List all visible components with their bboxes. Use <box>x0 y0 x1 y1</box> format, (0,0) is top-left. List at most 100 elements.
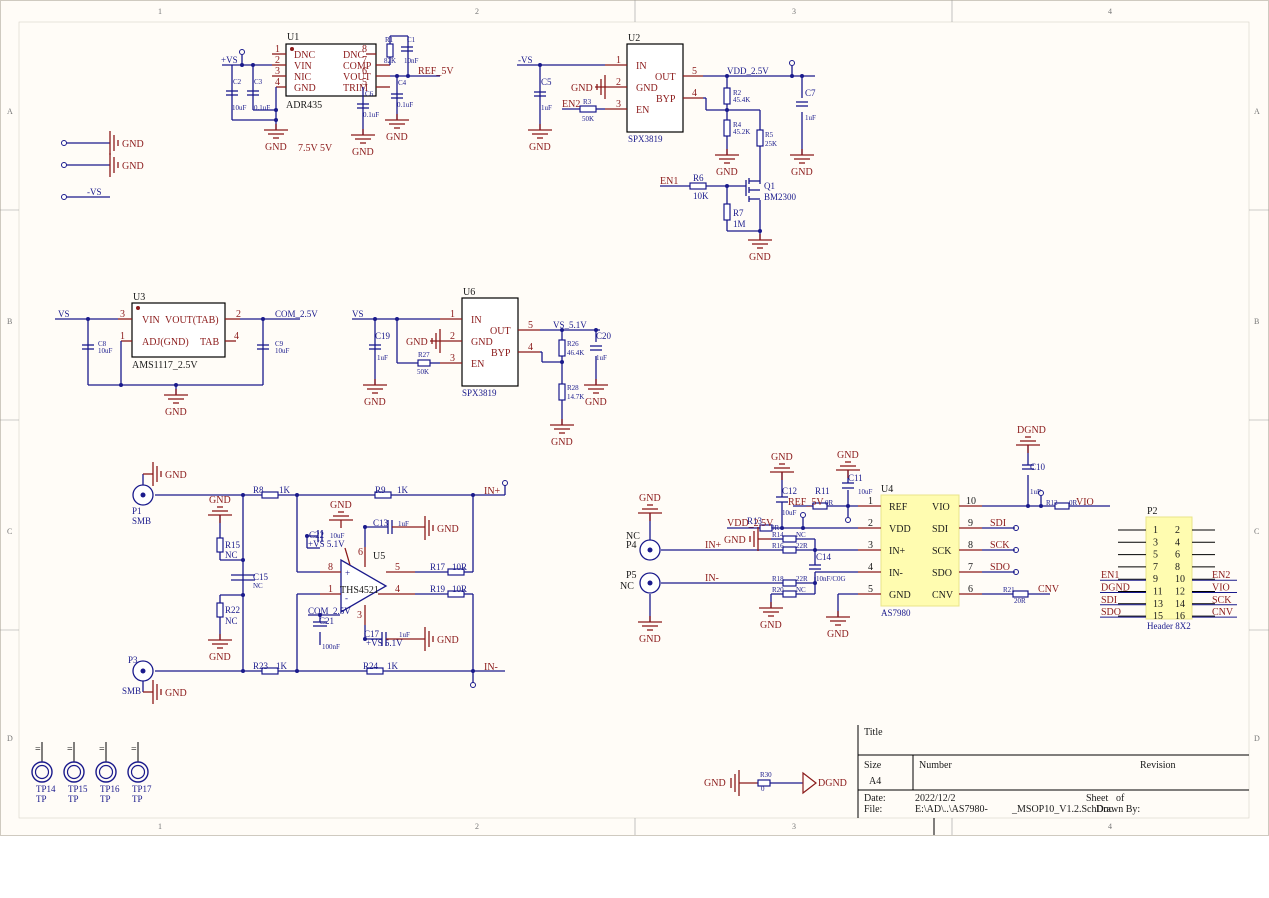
u4-pin-num: 10 <box>966 496 976 507</box>
sck-terminal[interactable] <box>1013 547 1019 553</box>
date-label: Date: <box>864 793 886 804</box>
gnd-label: GND <box>551 437 573 448</box>
u1-reference-circuit: U1 ADR435 1 2 3 4 8 7 6 5 DNC VIN NIC GN… <box>221 32 454 154</box>
u6-r28[interactable] <box>558 383 566 401</box>
col-label-top: 3 <box>792 7 796 16</box>
u1-c3-ref: C3 <box>254 78 263 86</box>
c12-value: 10uF <box>782 509 797 517</box>
u3-pin-num: 3 <box>120 309 125 320</box>
header-net-label: CNV <box>1212 607 1234 618</box>
u4-pin-num: 4 <box>868 562 873 573</box>
u2-pin-name: GND <box>636 83 658 94</box>
u4-pin-name: IN- <box>889 568 903 579</box>
r17-value: 10R <box>452 562 467 572</box>
c21-ref: C21 <box>319 616 334 626</box>
p2-body[interactable] <box>1145 516 1193 620</box>
r19[interactable] <box>447 590 465 598</box>
u6-r28-ref: R28 <box>567 384 579 392</box>
u6-chip[interactable] <box>461 297 519 387</box>
size-label: Size <box>864 760 882 771</box>
u2-r5[interactable] <box>756 129 764 147</box>
u2-r2[interactable] <box>723 87 731 105</box>
r8[interactable] <box>261 491 279 499</box>
port-terminal[interactable] <box>61 194 67 200</box>
gnd-symbol: GND <box>550 419 574 448</box>
u1-pin-name: VOUT <box>343 72 371 83</box>
r24[interactable] <box>366 667 384 675</box>
u6-part: SPX3819 <box>462 388 497 398</box>
gnd-label: GND <box>571 83 593 94</box>
u2-r3[interactable] <box>579 105 597 113</box>
u2-chip[interactable] <box>626 43 684 133</box>
u4-pin-name: SCK <box>932 546 952 557</box>
r30[interactable] <box>757 779 771 787</box>
r14[interactable] <box>782 535 797 543</box>
u3-pin-name: ADJ(GND) <box>142 337 189 348</box>
r15[interactable] <box>216 537 224 553</box>
gnd-label: GND <box>364 397 386 408</box>
sdi-terminal[interactable] <box>1013 525 1019 531</box>
r9-ref: R9 <box>375 485 386 495</box>
u2-r4[interactable] <box>723 119 731 137</box>
file-label: File: <box>864 804 882 815</box>
gnd-label: GND <box>386 132 408 143</box>
r22[interactable] <box>216 602 224 618</box>
gnd-label: GND <box>639 634 661 645</box>
u1-r1[interactable] <box>386 43 394 58</box>
u5-minus: - <box>345 593 348 603</box>
r17[interactable] <box>447 568 465 576</box>
sdo-terminal[interactable] <box>1013 569 1019 575</box>
p5-ref: P5 <box>626 570 637 581</box>
r23[interactable] <box>261 667 279 675</box>
u3-regulator-circuit: U3 AMS1117_2.5V 3 1 2 4 VIN ADJ(GND) VOU… <box>55 292 318 395</box>
u3-chip[interactable] <box>131 302 226 358</box>
u1-net-out: REF_5V <box>418 66 454 77</box>
u2-c7-ref: C7 <box>805 88 816 98</box>
u4-chip[interactable] <box>880 494 960 607</box>
of-label: of <box>1116 793 1125 804</box>
r18[interactable] <box>782 579 797 587</box>
r21[interactable] <box>1012 590 1029 598</box>
u2-r7[interactable] <box>723 203 731 221</box>
tp-value: TP <box>68 794 79 804</box>
r20[interactable] <box>782 590 797 598</box>
port-terminal[interactable] <box>61 140 67 146</box>
r12[interactable] <box>1054 502 1070 510</box>
u4-pin-num: 8 <box>968 540 973 551</box>
port-terminal[interactable] <box>61 162 67 168</box>
u6-r27-ref: R27 <box>418 351 430 359</box>
r13[interactable] <box>759 524 773 532</box>
u6-r27[interactable] <box>417 359 431 367</box>
c22-ref: C22 <box>309 530 324 540</box>
u4-pin-num: 1 <box>868 496 873 507</box>
r16[interactable] <box>782 546 797 554</box>
r9[interactable] <box>374 491 392 499</box>
r21-ref: R21 <box>1003 586 1015 594</box>
u2-r6[interactable] <box>689 182 707 190</box>
u1-chip[interactable] <box>285 43 377 97</box>
tp-pin-marker: = <box>35 744 41 755</box>
r14-ref: R14 <box>772 531 784 539</box>
r11-ref: R11 <box>815 486 830 496</box>
tp-value: TP <box>36 794 47 804</box>
r11[interactable] <box>812 502 828 510</box>
tp-pin-marker: = <box>99 744 105 755</box>
q1-ref: Q1 <box>764 181 775 191</box>
u6-r26[interactable] <box>558 339 566 357</box>
u2-pin-name: BYP <box>656 94 676 105</box>
u2-pin-num: 3 <box>616 99 621 110</box>
u5-opamp[interactable] <box>340 558 388 614</box>
title-block: Title Size A4 Number Revision Date: 2022… <box>857 725 1249 835</box>
